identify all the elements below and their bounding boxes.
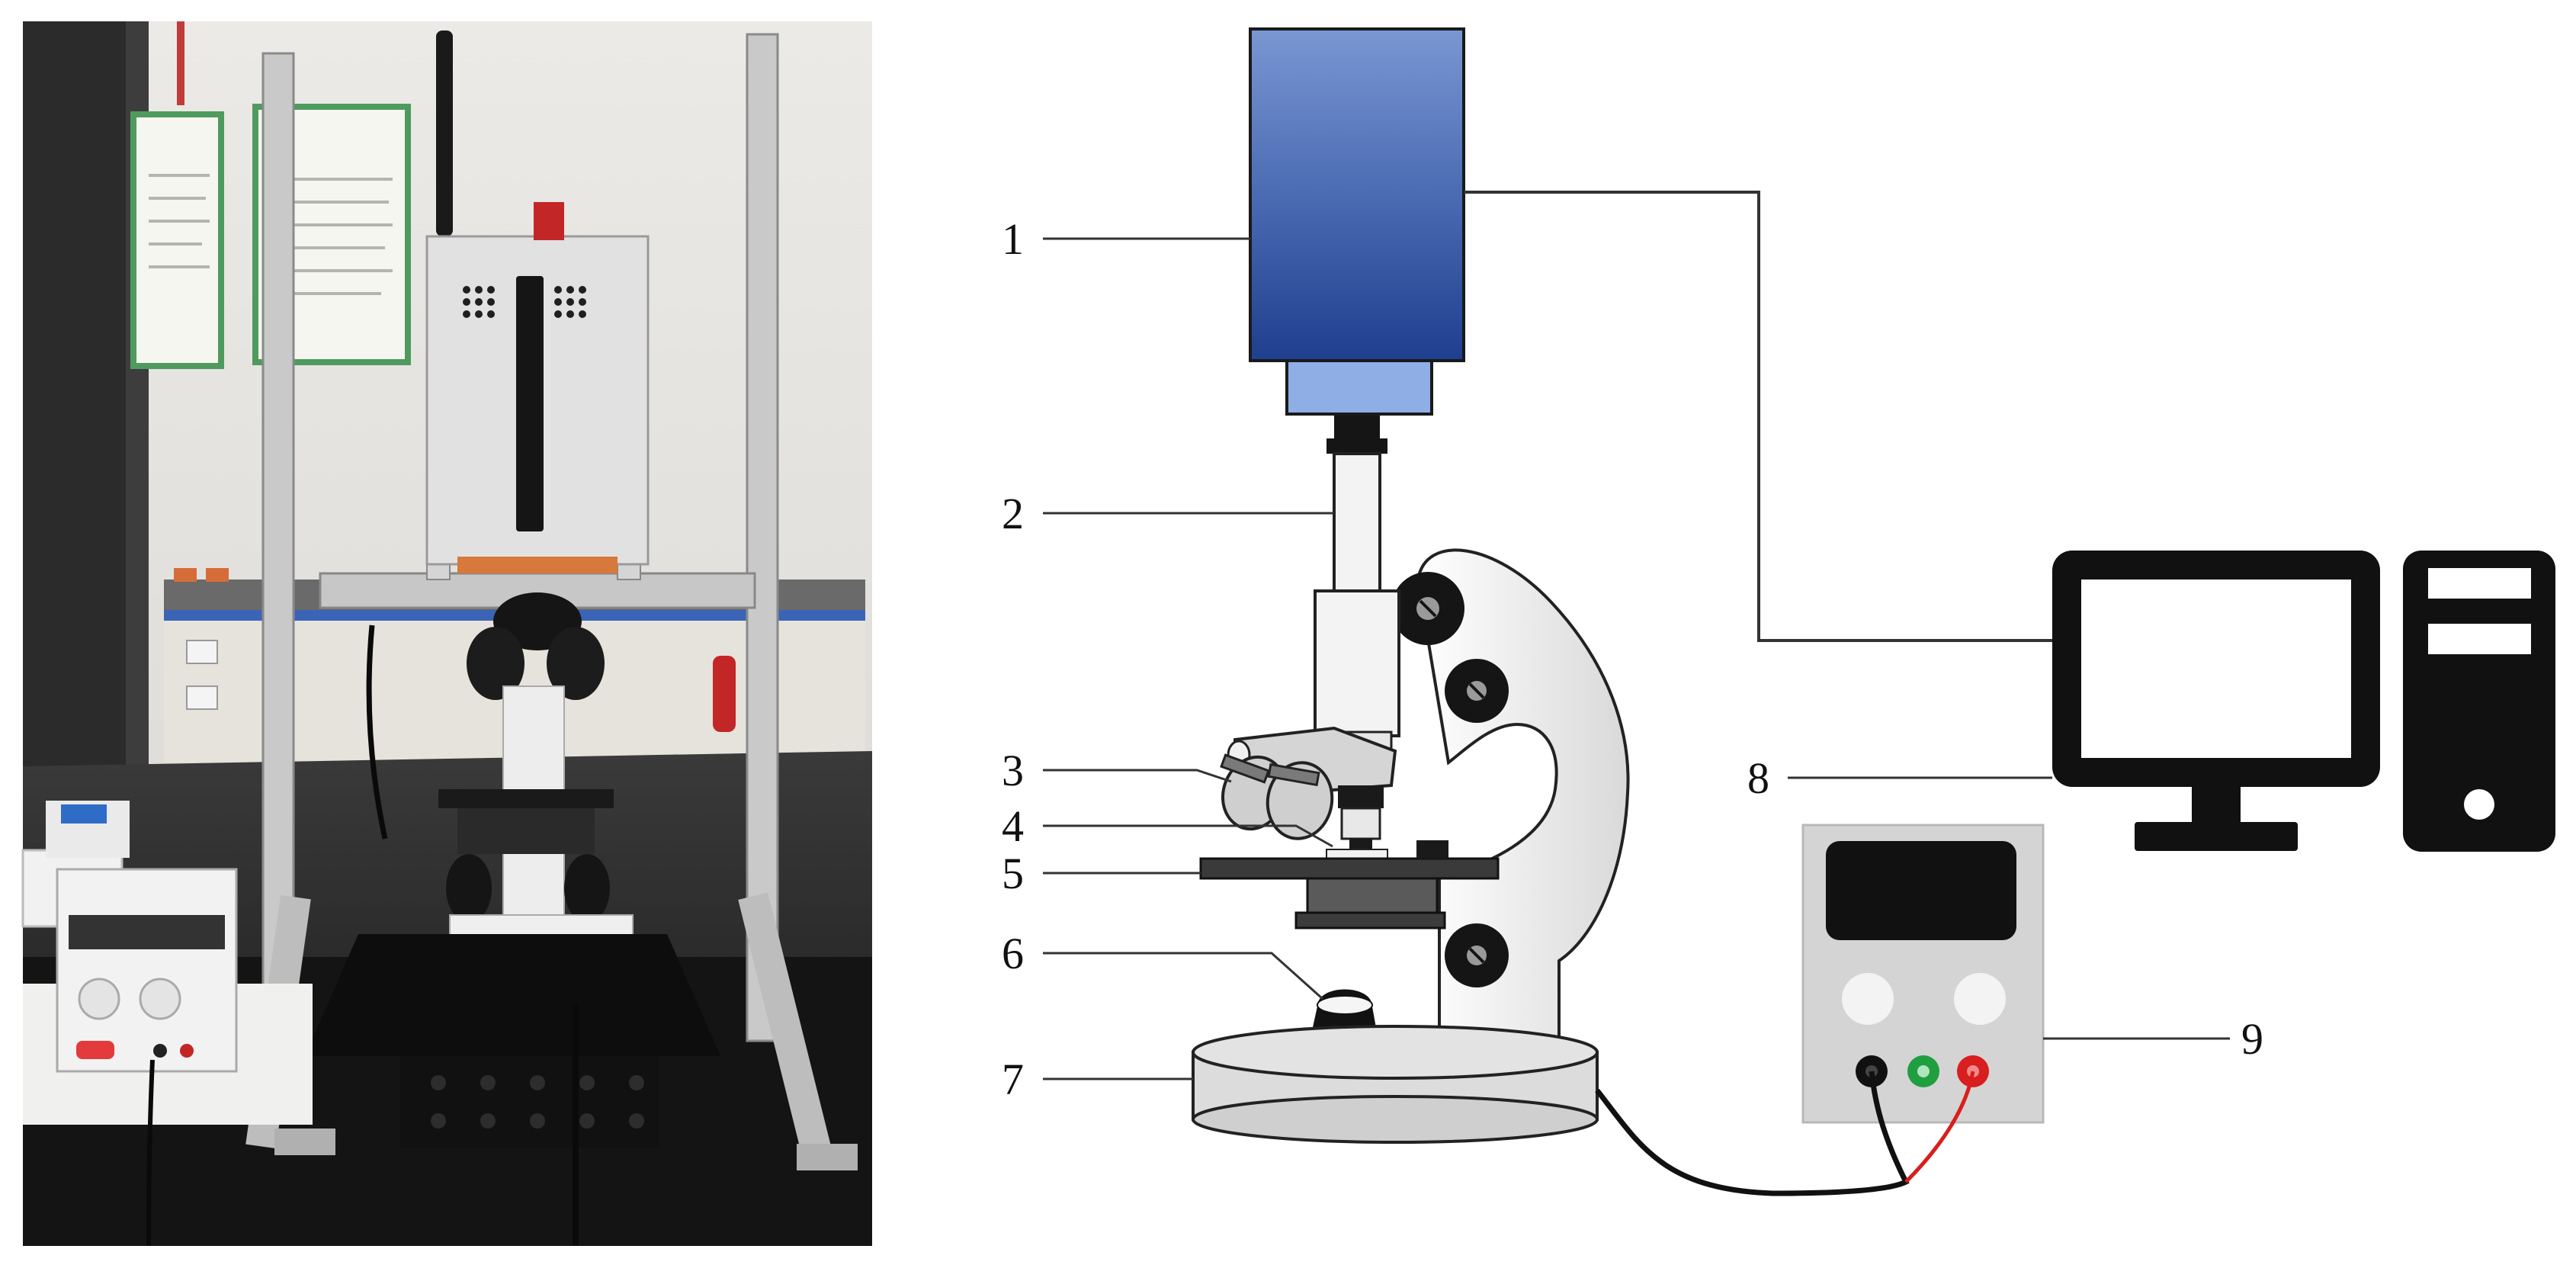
camera-body [1249, 27, 1465, 362]
photo-camera [425, 202, 650, 573]
camera-computer-cable [1464, 191, 2058, 642]
arm-knob-top [1391, 572, 1464, 645]
leader-lines [1043, 237, 2230, 1080]
camera [1249, 27, 1465, 416]
objective-turret [1220, 726, 1397, 849]
power-supply [1801, 824, 2045, 1124]
callout-2: 2 [1002, 489, 1024, 538]
callout-1: 1 [1002, 214, 1024, 264]
photo-microscope [305, 592, 720, 1246]
callout-3: 3 [1002, 746, 1024, 795]
computer-tower-icon [2403, 551, 2555, 852]
antenna [436, 31, 453, 236]
arm-knob-bottom [1445, 923, 1509, 987]
psu-knob-left [1842, 973, 1894, 1025]
psu-knob-right [1954, 973, 2006, 1025]
microscope-base [1192, 1025, 1599, 1144]
schematic-panel: 1 2 3 4 5 6 7 8 9 [1002, 27, 2555, 1196]
wall-poster-left [130, 111, 224, 369]
callout-5: 5 [1002, 849, 1024, 898]
callout-7: 7 [1002, 1055, 1024, 1104]
callout-8: 8 [1747, 753, 1769, 803]
monitor-icon [2052, 551, 2380, 851]
stage-platform [1199, 840, 1500, 929]
callout-6: 6 [1002, 929, 1024, 978]
callout-9: 9 [2241, 1014, 2263, 1064]
psu-display [1826, 841, 2016, 940]
callout-4: 4 [1002, 801, 1024, 851]
power-cable-red [1904, 1071, 1975, 1183]
camera-adapter [1285, 359, 1433, 416]
arm-knob-middle [1445, 659, 1509, 723]
photo-power-supply [21, 801, 313, 1247]
power-cable-black [1595, 1071, 1910, 1196]
specimen-slide [1326, 849, 1388, 859]
aluminium-frame [245, 33, 858, 1170]
eyepiece-tube [1314, 416, 1400, 753]
photo-panel [21, 21, 872, 1247]
